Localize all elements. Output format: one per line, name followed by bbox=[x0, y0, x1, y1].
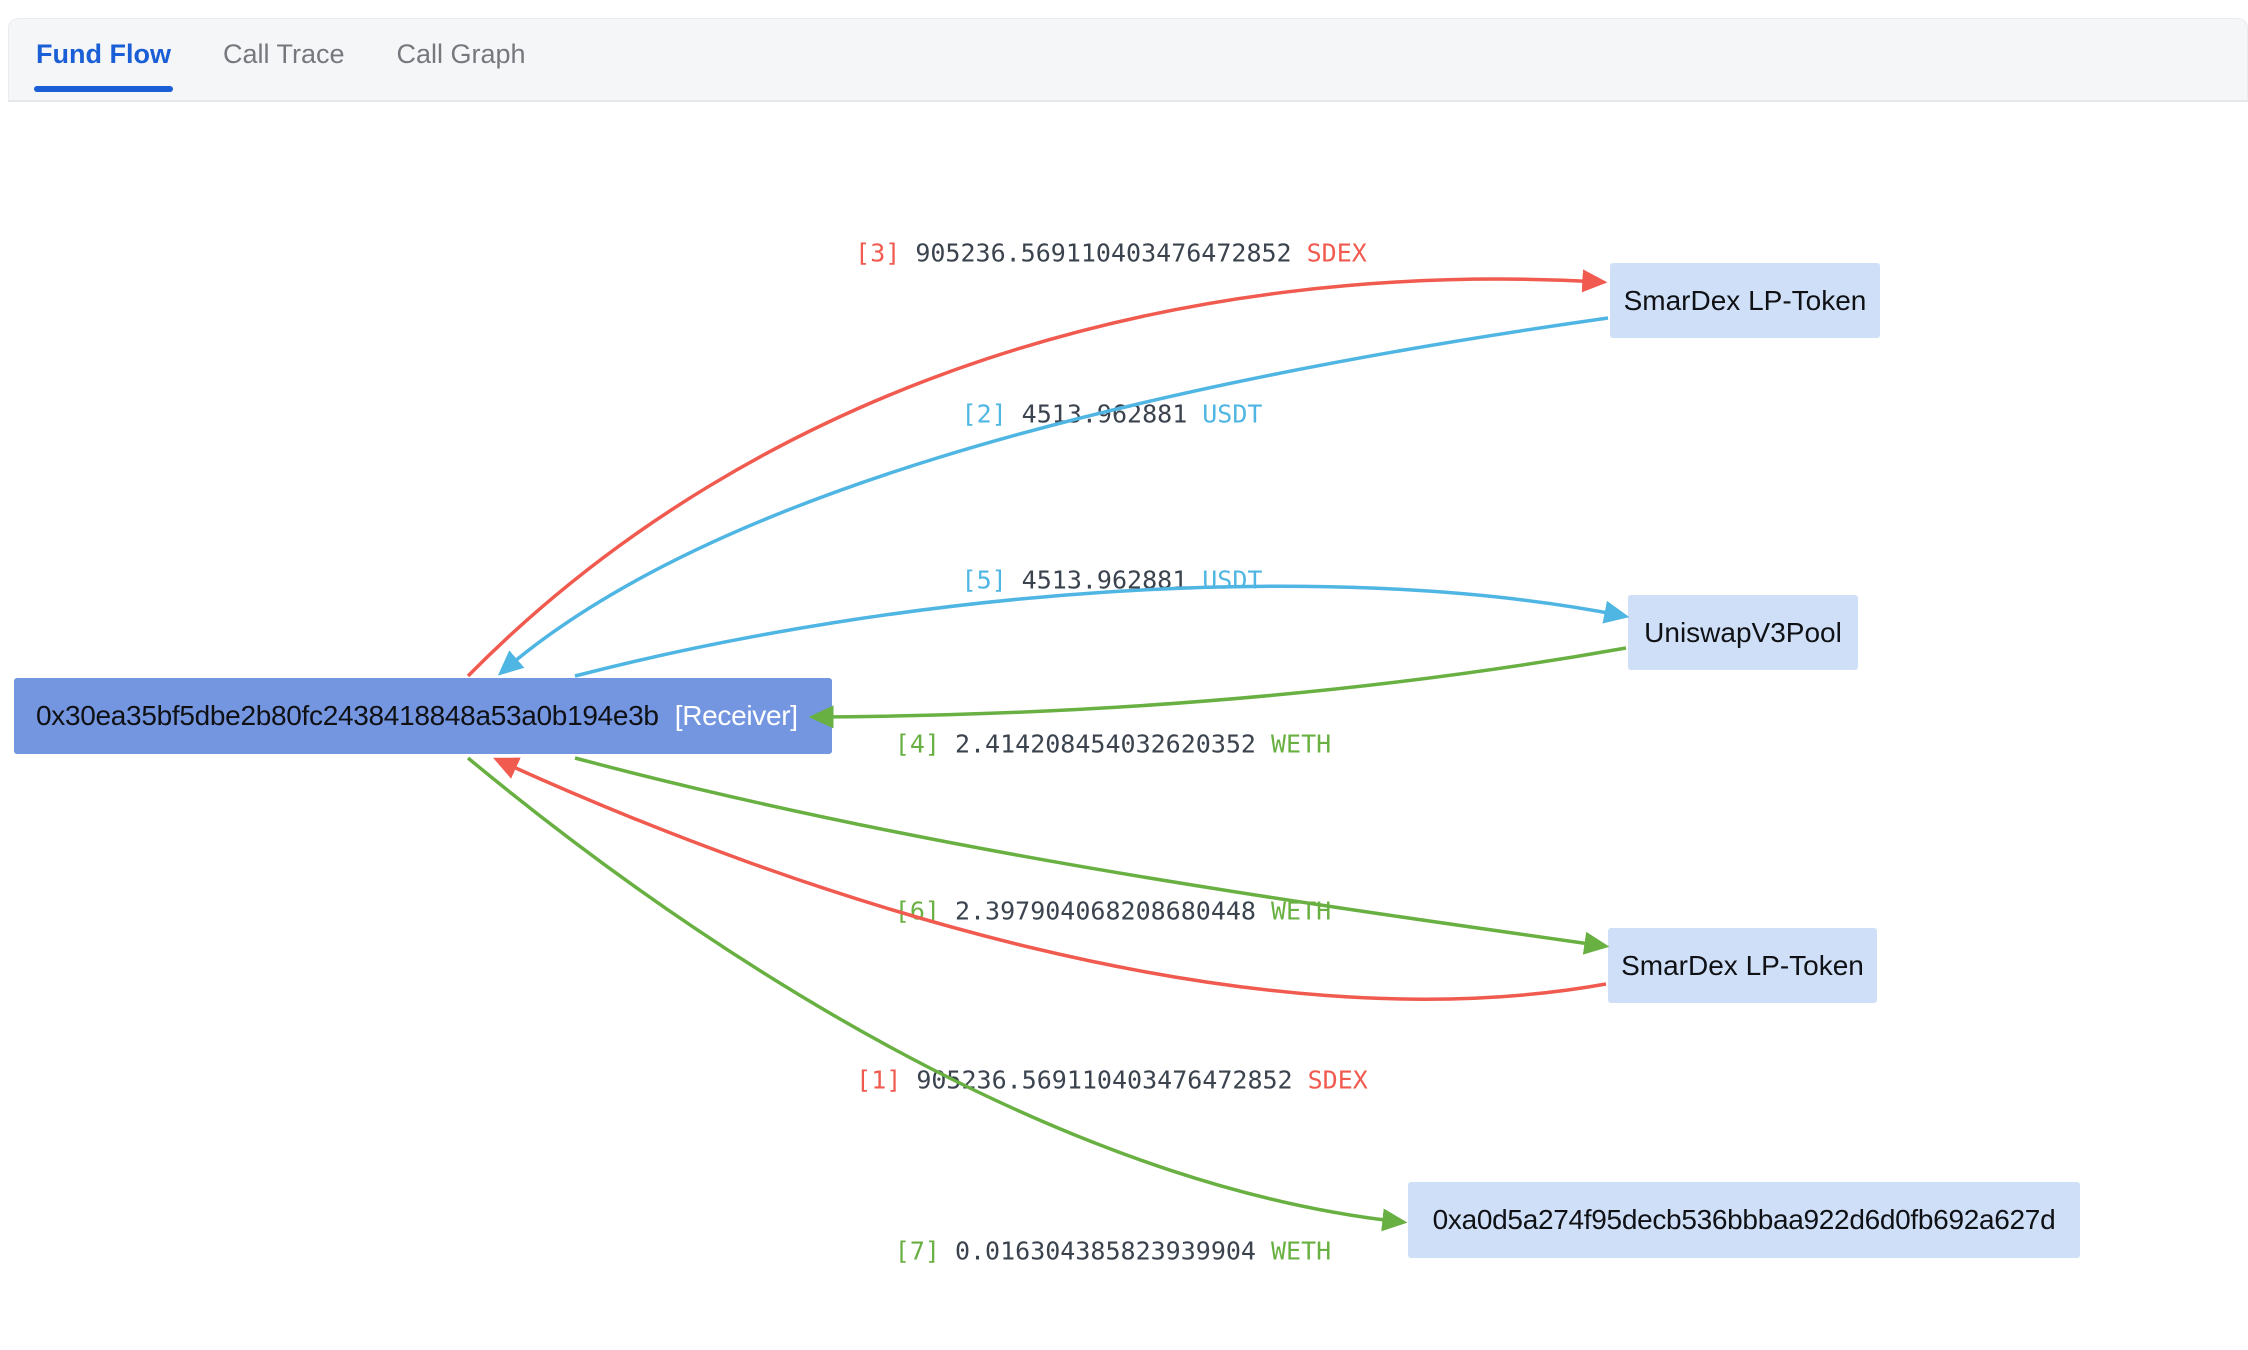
edge-5-amount: 4513.962881 bbox=[1021, 565, 1188, 595]
edge-label-6: [6] 2.397904068208680448 WETH bbox=[895, 897, 1331, 926]
edge-2-index: [2] bbox=[961, 399, 1007, 429]
edge-label-3: [3] 905236.569110403476472852 SDEX bbox=[855, 239, 1367, 268]
edge-4-amount: 2.414208454032620352 bbox=[954, 729, 1256, 759]
edge-2-token: USDT bbox=[1202, 399, 1263, 429]
edge-3-index: [3] bbox=[855, 238, 901, 268]
receiver-address: 0x30ea35bf5dbe2b80fc2438418848a53a0b194e… bbox=[36, 700, 659, 731]
tab-call-graph-label: Call Graph bbox=[396, 39, 526, 69]
edge-6-token: WETH bbox=[1270, 896, 1332, 926]
tab-call-trace-label: Call Trace bbox=[222, 39, 345, 69]
tab-fund-flow[interactable]: Fund Flow bbox=[34, 19, 173, 100]
edge-7-path bbox=[466, 756, 1408, 1232]
edge-6-amount: 2.397904068208680448 bbox=[954, 896, 1256, 926]
tab-call-trace[interactable]: Call Trace bbox=[223, 19, 345, 100]
edge-1-amount: 905236.569110403476472852 bbox=[916, 1065, 1293, 1095]
node-smardex-lp-top[interactable]: SmarDex LP-Token bbox=[1610, 263, 1880, 338]
receiver-tag: [Receiver] bbox=[674, 700, 798, 731]
edge-5-token: USDT bbox=[1202, 565, 1263, 595]
edge-label-7: [7] 0.016304385823939904 WETH bbox=[895, 1237, 1331, 1266]
edge-1-token: SDEX bbox=[1307, 1065, 1368, 1095]
node-receiver[interactable]: 0x30ea35bf5dbe2b80fc2438418848a53a0b194e… bbox=[14, 678, 832, 754]
edge-3-token: SDEX bbox=[1306, 238, 1367, 268]
edge-1-index: [1] bbox=[856, 1065, 902, 1095]
edge-7-amount: 0.016304385823939904 bbox=[954, 1236, 1256, 1266]
edge-1-path bbox=[492, 757, 1607, 1001]
node-smardex-lp-bottom[interactable]: SmarDex LP-Token bbox=[1608, 928, 1877, 1003]
edge-label-4: [4] 2.414208454032620352 WETH bbox=[895, 730, 1331, 759]
edge-5-path bbox=[574, 584, 1630, 678]
edge-5-index: [5] bbox=[961, 565, 1007, 595]
edge-4-token: WETH bbox=[1270, 729, 1332, 759]
node-address-0xa0d5[interactable]: 0xa0d5a274f95decb536bbbaa922d6d0fb692a62… bbox=[1408, 1182, 2080, 1258]
tab-fund-flow-label: Fund Flow bbox=[36, 39, 171, 69]
node-uniswap-v3-pool[interactable]: UniswapV3Pool bbox=[1628, 595, 1858, 670]
tab-active-underline bbox=[34, 86, 173, 92]
edge-label-1: [1] 905236.569110403476472852 SDEX bbox=[856, 1066, 1368, 1095]
edge-label-2: [2] 4513.962881 USDT bbox=[962, 400, 1263, 429]
edge-2-amount: 4513.962881 bbox=[1021, 399, 1188, 429]
tab-bar: Fund Flow Call Trace Call Graph bbox=[8, 18, 2248, 102]
edge-4-index: [4] bbox=[894, 729, 940, 759]
edge-label-5: [5] 4513.962881 USDT bbox=[962, 566, 1263, 595]
edge-4-path bbox=[808, 646, 1627, 729]
edge-7-index: [7] bbox=[894, 1236, 940, 1266]
tab-call-graph[interactable]: Call Graph bbox=[397, 19, 526, 100]
edge-3-amount: 905236.569110403476472852 bbox=[915, 238, 1292, 268]
edge-3-path bbox=[466, 269, 1608, 678]
edge-6-index: [6] bbox=[894, 896, 940, 926]
edge-2-path bbox=[497, 316, 1609, 676]
edge-7-token: WETH bbox=[1270, 1236, 1332, 1266]
